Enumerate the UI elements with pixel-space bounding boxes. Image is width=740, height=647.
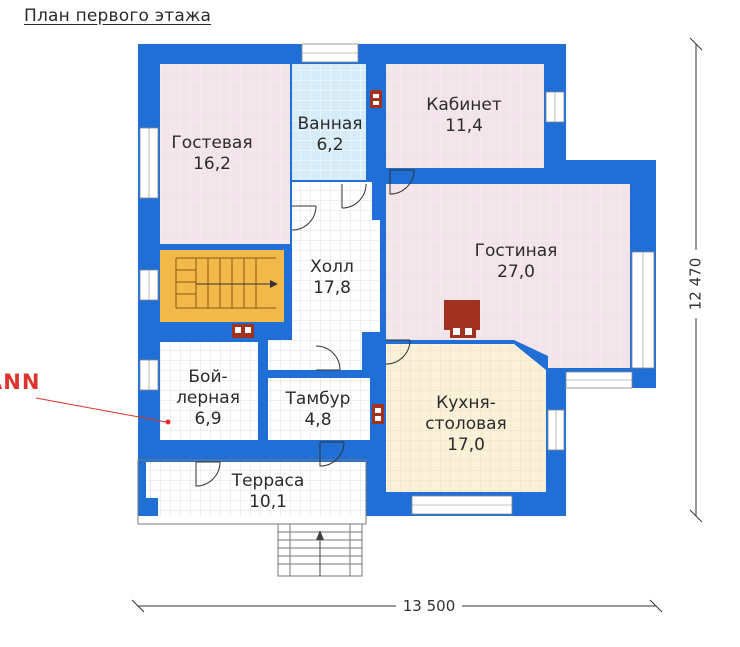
dimension-width: 13 500	[403, 597, 456, 615]
label-holl-name: Холл	[310, 257, 354, 277]
door-entrance	[319, 441, 345, 467]
label-kabinet-name: Кабинет	[426, 95, 502, 115]
door-kabinet	[389, 169, 415, 195]
door-vannaya	[341, 183, 367, 209]
label-vannaya-name: Ванная	[298, 114, 363, 134]
label-kabinet-area: 11,4	[445, 116, 483, 136]
label-boylernaya-area: 6,9	[194, 409, 221, 429]
entrance-steps	[277, 523, 363, 577]
room-holl	[268, 182, 380, 370]
door-tambur	[315, 345, 341, 371]
door-gostinaya	[385, 339, 411, 365]
room-kuhnya	[386, 344, 546, 492]
chimney-living	[444, 300, 480, 330]
door-boylernaya	[195, 461, 221, 487]
room-kabinet	[386, 64, 544, 168]
label-gostinaya-area: 27,0	[497, 262, 535, 282]
label-gostinaya-name: Гостиная	[475, 241, 558, 261]
label-terrasa-area: 10,1	[249, 492, 287, 512]
room-tambur	[268, 378, 370, 440]
room-labels: Гостевая 16,2 Ванная 6,2 Кабинет 11,4 Хо…	[171, 95, 557, 512]
room-terrasa	[146, 462, 366, 516]
label-tambur-name: Тамбур	[285, 389, 351, 409]
staircase	[175, 257, 278, 309]
label-holl-area: 17,8	[313, 278, 351, 298]
room-boylernaya	[160, 342, 258, 440]
room-stairs	[160, 250, 284, 322]
label-kuhnya-name1: Кухня-	[436, 393, 496, 413]
chimney-flues	[235, 94, 472, 421]
label-gostevaya-name: Гостевая	[171, 133, 252, 153]
room-vannaya	[292, 64, 366, 180]
label-kuhnya-area: 17,0	[447, 435, 485, 455]
label-tambur-area: 4,8	[304, 410, 331, 430]
room-gostevaya	[160, 64, 290, 244]
rooms	[146, 64, 630, 516]
brand-label: ANN	[0, 370, 41, 394]
door-gostevaya	[291, 205, 317, 231]
terrace-outline	[137, 459, 367, 525]
label-boylernaya-name1: Бой-	[188, 367, 227, 387]
doors	[195, 169, 415, 487]
window-mullions	[148, 52, 644, 506]
annotation-leader	[35, 397, 171, 425]
dimension-height: 12 470	[687, 258, 705, 311]
label-vannaya-area: 6,2	[316, 135, 343, 155]
label-gostevaya-area: 16,2	[193, 154, 231, 174]
label-kuhnya-name2: столовая	[425, 414, 507, 434]
label-terrasa-name: Терраса	[231, 471, 305, 491]
dimension-lines	[131, 37, 703, 613]
chimney-bath	[370, 90, 382, 108]
label-boylernaya-name2: лерная	[176, 388, 240, 408]
plan-title: План первого этажа	[24, 6, 212, 26]
